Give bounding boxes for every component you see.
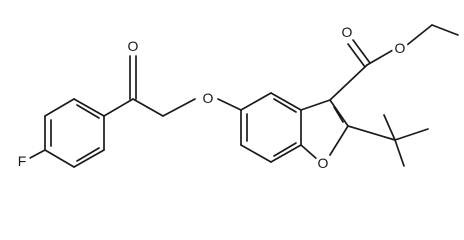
bond: [270, 92, 302, 111]
bond: [240, 92, 272, 111]
atom-furan-oxygen: O: [315, 155, 331, 171]
aromatic-inner-bond: [76, 104, 100, 119]
atom-fluorine: F: [14, 153, 30, 169]
phenacyl-chain: [103, 55, 196, 117]
ethyl-ester: [329, 24, 459, 101]
bond: [300, 144, 319, 161]
atom-ether-oxygen: O: [200, 90, 216, 106]
bond: [270, 144, 302, 163]
bond: [73, 98, 105, 117]
fluorophenyl-ring: [44, 98, 105, 168]
bond: [300, 99, 331, 111]
bond: [162, 98, 196, 117]
aromatic-inner-bond: [76, 147, 100, 162]
bond: [217, 98, 242, 111]
benzofuran-benzene-ring: [240, 92, 302, 163]
atom-carbonyl-oxygen: O: [339, 24, 355, 40]
aromatic-inner-bond: [273, 98, 297, 113]
bond: [329, 64, 368, 101]
bond: [329, 99, 349, 127]
tert-butyl-group: [347, 114, 429, 167]
furan-ring: [300, 99, 349, 161]
carbonyl-double-bond: [352, 39, 371, 64]
bond: [394, 139, 405, 167]
atom-ester-oxygen: O: [392, 40, 408, 56]
svg-text:F: F: [18, 153, 27, 169]
bond: [132, 98, 164, 117]
furan-double-bond: [333, 106, 344, 123]
svg-text:O: O: [342, 24, 353, 40]
bond: [431, 24, 459, 36]
svg-text:O: O: [395, 40, 406, 56]
bond: [103, 98, 134, 117]
bond: [44, 149, 75, 168]
atom-ketone-oxygen: O: [125, 38, 141, 54]
bond: [329, 125, 349, 156]
svg-text:O: O: [203, 90, 214, 106]
bond: [73, 149, 105, 168]
bond: [366, 49, 394, 66]
svg-text:O: O: [128, 38, 139, 54]
aromatic-inner-bond: [273, 142, 297, 157]
bond: [347, 125, 396, 141]
svg-text:O: O: [318, 155, 329, 171]
chemical-structure: F O O O O O: [14, 24, 459, 171]
bond: [29, 149, 46, 159]
bond: [44, 98, 75, 117]
bond: [240, 144, 272, 163]
bond: [406, 24, 433, 46]
bond: [394, 128, 429, 141]
carbonyl-double-bond: [347, 43, 366, 68]
bond: [383, 114, 396, 141]
